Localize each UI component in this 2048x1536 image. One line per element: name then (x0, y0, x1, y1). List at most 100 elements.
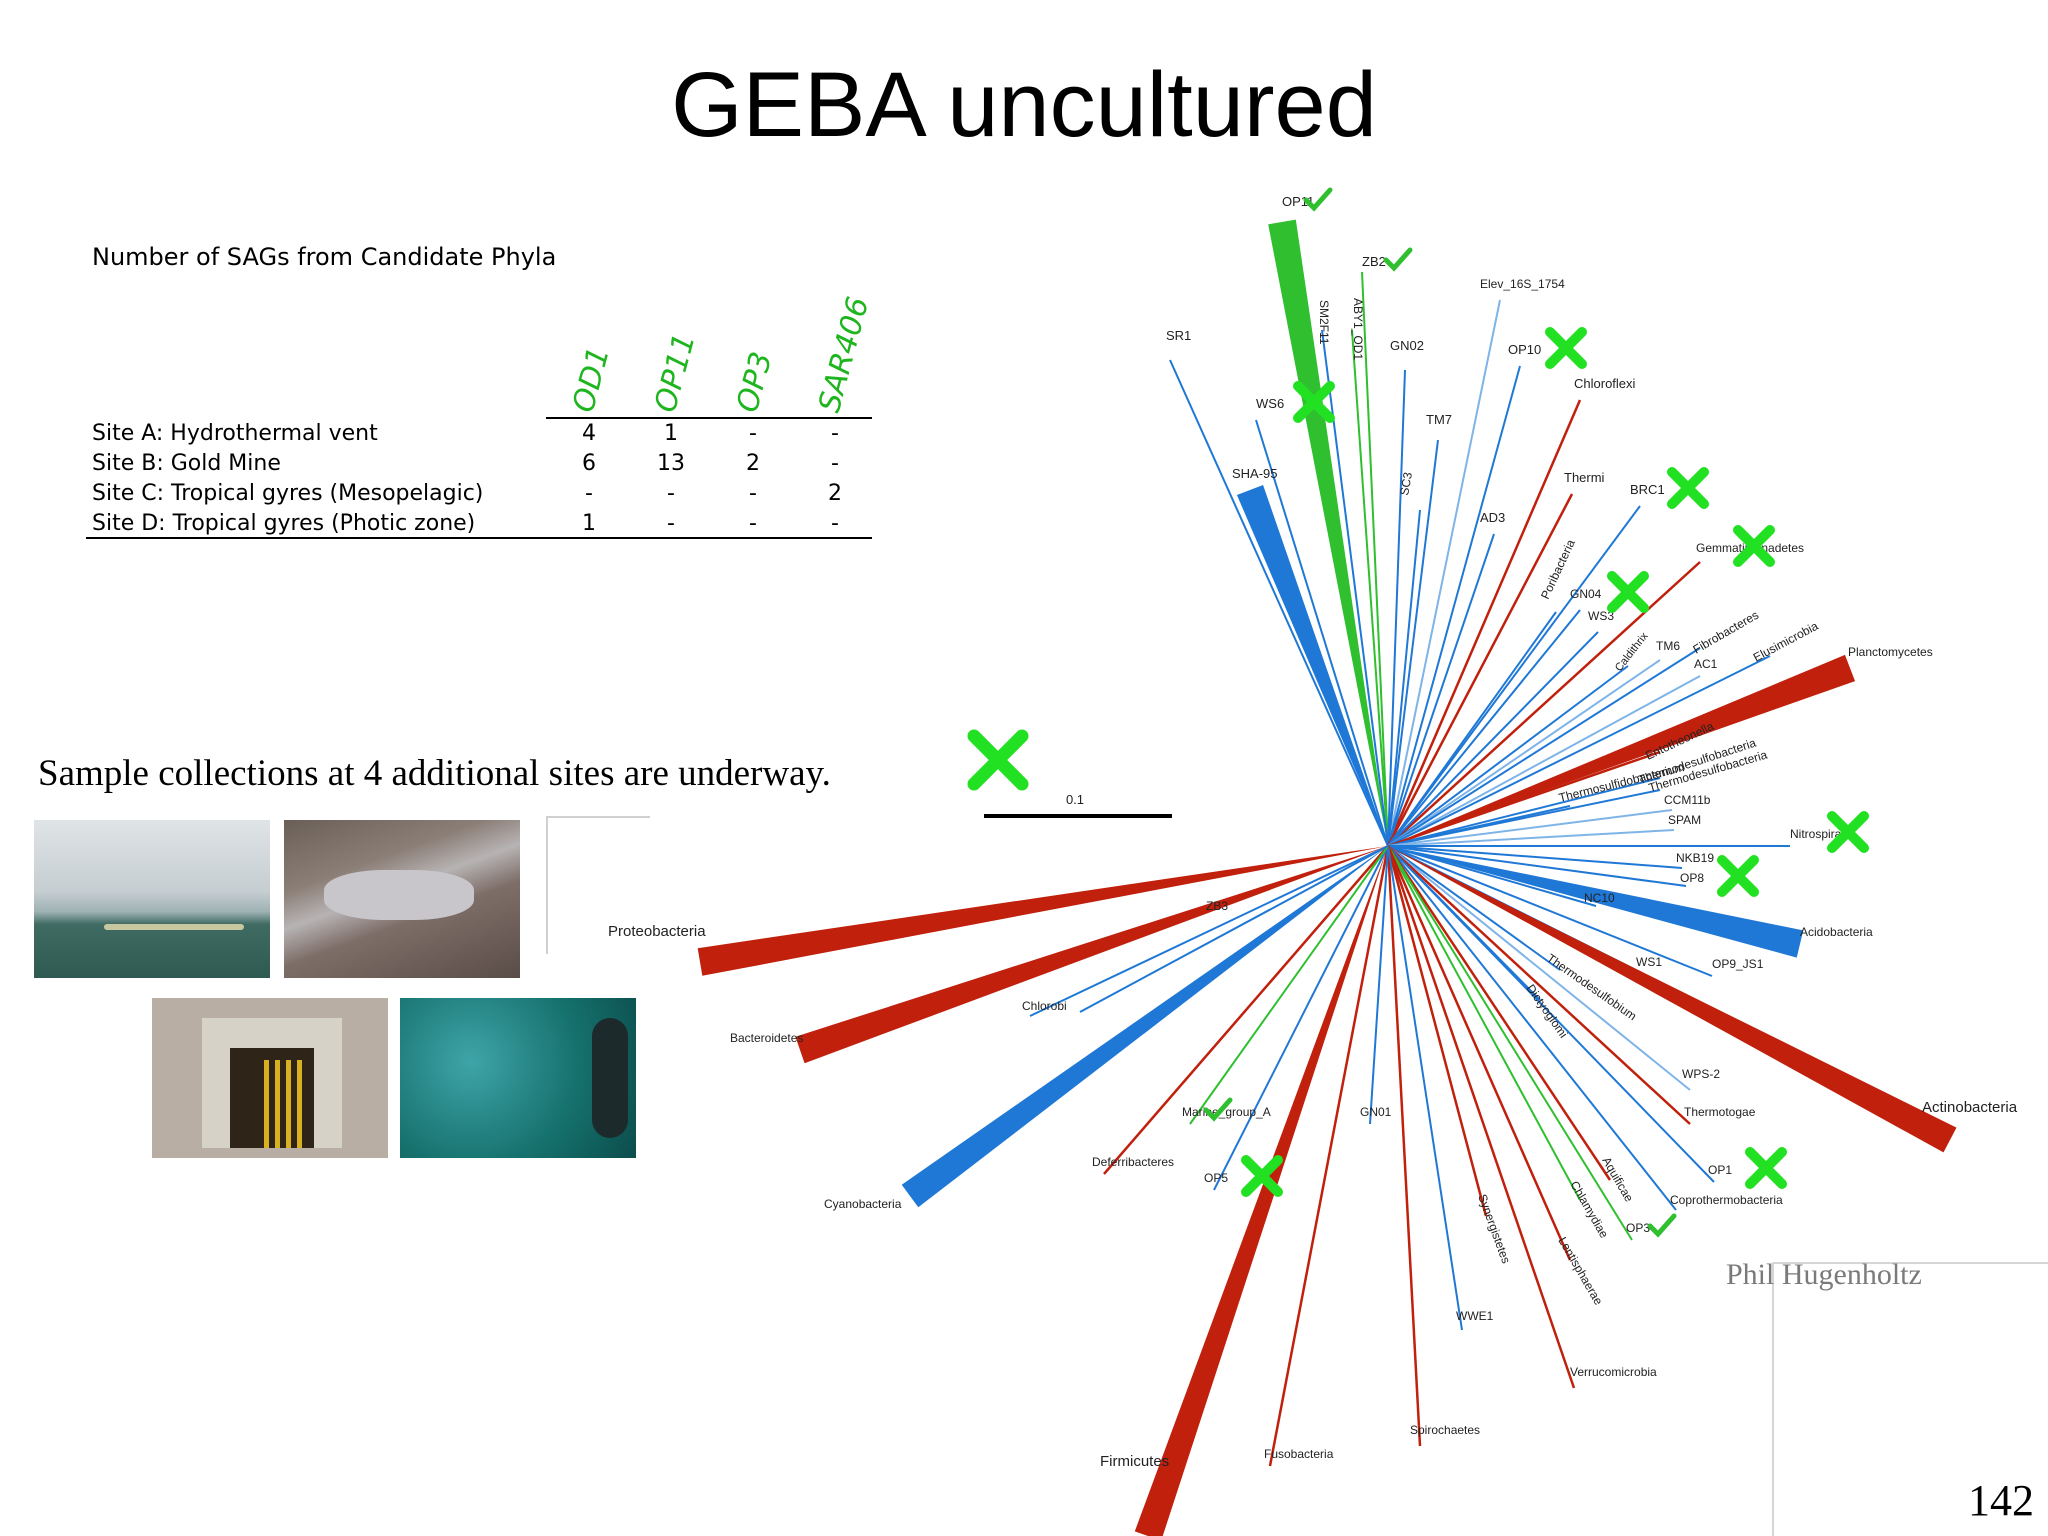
table-cell: - (749, 511, 757, 536)
branch-chloroflexi (1386, 399, 1582, 847)
attribution: Phil Hugenholtz (1726, 1258, 1922, 1291)
table-row: Site A: Hydrothermal vent 4 1 - - (86, 419, 886, 449)
row-label: Site A: Hydrothermal vent (92, 421, 378, 446)
branch-op3 (1387, 845, 1633, 1241)
wedge-actinobacteria (1388, 846, 1957, 1153)
branch-sr1 (1169, 359, 1389, 847)
branch-chlamydiae (1387, 845, 1581, 1201)
branch-thermodesulfobacteria (1387, 777, 1661, 847)
tree-label: Thermi (1564, 470, 1605, 485)
branch-thermotogae (1387, 845, 1691, 1125)
gate-bars-shape (264, 1060, 304, 1148)
table-cell: 4 (582, 421, 596, 446)
large-cross-mark (967, 729, 1029, 791)
corner-divider-vertical (1772, 1262, 1774, 1536)
cross-mark (1733, 525, 1775, 567)
branch-op10 (1387, 365, 1521, 847)
table-cell: - (749, 421, 757, 446)
tree-label: NC10 (1584, 891, 1615, 905)
branch-wps-2 (1387, 845, 1691, 1091)
branch-ac1 (1387, 675, 1701, 847)
tree-label: BRC1 (1630, 482, 1665, 497)
tree-label: Spirochaetes (1410, 1423, 1480, 1437)
table-cell: 2 (828, 481, 842, 506)
wedge-acidobacteria (1388, 846, 1804, 958)
tree-label: CCM11b (1664, 793, 1711, 807)
tree-label: Chlamydiae (1567, 1179, 1611, 1241)
tree-label: Bacteroidetes (730, 1031, 803, 1045)
tree-label: ABY1_OD1 (1351, 298, 1365, 360)
branch-nc10 (1387, 845, 1597, 907)
cross-mark (1293, 381, 1335, 423)
tree-label: SC3 (1397, 471, 1415, 497)
corner-divider-horizontal (1772, 1262, 2048, 1264)
table-row: Site D: Tropical gyres (Photic zone) 1 -… (86, 509, 886, 539)
branch-thermi (1386, 493, 1574, 847)
tree-label: Chloroflexi (1574, 376, 1636, 391)
tree-label: Deferribacteres (1092, 1155, 1174, 1169)
branch-coprothermobacteria (1387, 845, 1677, 1211)
cross-mark (1607, 571, 1649, 613)
sample-collection-note: Sample collections at 4 additional sites… (38, 753, 831, 794)
check-mark (1647, 1213, 1677, 1238)
tree-label: Thermotogae (1684, 1105, 1756, 1119)
tree-label: Actinobacteria (1922, 1099, 2018, 1116)
tree-branches (697, 219, 1957, 1536)
tree-label: Fibrobacteres (1691, 608, 1762, 657)
branch-brc1 (1387, 505, 1641, 847)
tree-label: SPAM (1668, 813, 1701, 827)
branch-gn02 (1387, 369, 1406, 847)
wedge-op11 (1268, 219, 1388, 846)
table-cell: - (585, 481, 593, 506)
tree-label: Fusobacteria (1264, 1447, 1334, 1461)
branch-elev-16s-1754 (1387, 299, 1501, 847)
branch-op1 (1387, 845, 1715, 1183)
tree-label: OP3 (1626, 1221, 1650, 1235)
tree-label: Acidobacteria (1800, 925, 1873, 939)
row-label: Site D: Tropical gyres (Photic zone) (92, 511, 476, 536)
table-cell: - (831, 451, 839, 476)
cross-mark (1717, 855, 1759, 897)
cross-mark (1827, 811, 1869, 853)
branch-spam (1387, 829, 1675, 847)
table-cell: 2 (746, 451, 760, 476)
tree-label: Coprothermobacteria (1670, 1193, 1783, 1207)
tree-label: Synergistetes (1475, 1192, 1513, 1265)
water-shape (324, 870, 474, 920)
tree-label: Proteobacteria (608, 923, 706, 940)
tree-label: Elev_16S_1754 (1480, 277, 1565, 291)
branch-elusimicrobia (1387, 655, 1771, 847)
wedge-cyanobacteria (901, 846, 1388, 1208)
tree-label: TM7 (1426, 412, 1452, 427)
diver-gear-shape (592, 1018, 628, 1138)
branch-tm7 (1387, 439, 1439, 847)
cross-mark (1745, 1147, 1787, 1189)
tree-label: SHA-95 (1232, 466, 1278, 481)
branch-wwe1 (1387, 845, 1463, 1331)
tree-label: Thermodesulfobium (1544, 951, 1639, 1023)
wedge-bacteroidetes (795, 846, 1388, 1064)
row-label: Site B: Gold Mine (92, 451, 281, 476)
table-cell: 6 (582, 451, 596, 476)
branch-gn01 (1369, 845, 1389, 1125)
branch-gn04 (1387, 609, 1581, 847)
branch-ws6 (1255, 419, 1389, 847)
table-cell: - (831, 421, 839, 446)
table-bottom-rule (86, 537, 872, 539)
table-cell: - (667, 481, 675, 506)
tree-label: Nitrospirae (1790, 827, 1848, 841)
tree-label: WS1 (1636, 955, 1662, 969)
scale-bar-label: 0.1 (1066, 792, 1084, 807)
branch-ws3 (1387, 631, 1599, 847)
branch-ccm11b (1387, 809, 1673, 847)
tree-label: WWE1 (1456, 1309, 1494, 1323)
check-mark (1383, 247, 1413, 272)
branch-spirochaetes (1386, 845, 1422, 1447)
tree-label: OP1 (1708, 1163, 1732, 1177)
tree-label: NKB19 (1676, 851, 1714, 865)
photo-underwater (400, 998, 636, 1158)
tree-label: SR1 (1166, 328, 1191, 343)
cross-mark (1241, 1155, 1283, 1197)
table-cell: - (831, 511, 839, 536)
